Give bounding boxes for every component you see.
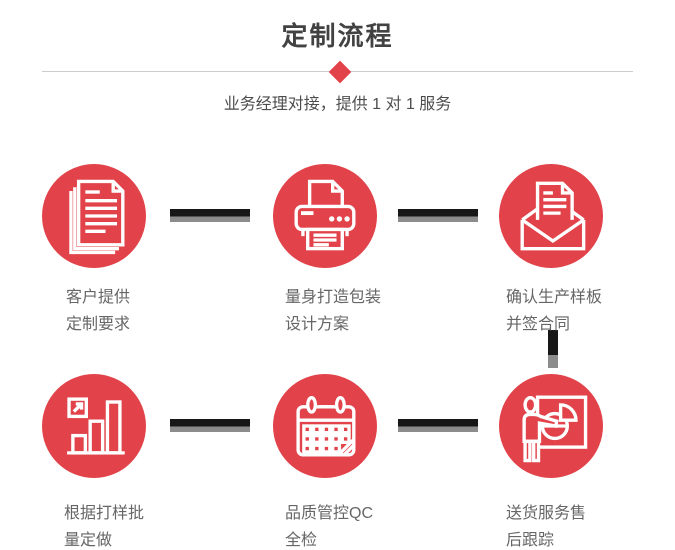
step-label-line2: 全检 (285, 532, 318, 549)
step-label-line1: 确认生产样板 (506, 289, 603, 306)
step-label-line1: 品质管控QC (285, 505, 374, 522)
step-circle-batch-production (42, 374, 146, 478)
step-label: 品质管控QC 全检 (285, 500, 373, 550)
step-label-line2: 设计方案 (285, 316, 350, 333)
step-label: 客户提供 定制要求 (66, 284, 130, 338)
calendar-icon (296, 396, 356, 457)
connector-bar (170, 419, 250, 432)
step-label-line1: 客户提供 (66, 289, 131, 306)
step-label-line1: 送货服务售 (506, 505, 587, 522)
step-label: 确认生产样板 并签合同 (506, 284, 602, 338)
step-circle-customer-requirements (42, 164, 146, 268)
connector-bar (170, 209, 250, 222)
step-label: 量身打造包装 设计方案 (285, 284, 381, 338)
page-subtitle: 业务经理对接，提供 1 对 1 服务 (223, 96, 452, 113)
connector-bar-vertical (548, 330, 558, 368)
page-title: 定制流程 (281, 21, 394, 51)
step-label: 送货服务售 后跟踪 (506, 500, 586, 550)
step-label-line2: 量定做 (64, 532, 113, 549)
step-circle-quality-control (273, 374, 377, 478)
connector-bar (398, 209, 478, 222)
step-label: 根据打样批 量定做 (64, 500, 144, 550)
step-label-line2: 后跟踪 (506, 532, 555, 549)
connector-bar (398, 419, 478, 432)
presentation-icon (522, 395, 588, 463)
diamond-icon (328, 60, 352, 84)
step-label-line2: 并签合同 (506, 316, 571, 333)
bar-chart-icon (67, 397, 125, 455)
step-label-line1: 根据打样批 (64, 505, 145, 522)
envelope-icon (520, 181, 586, 251)
step-circle-packaging-design (273, 164, 377, 268)
step-label-line2: 定制要求 (66, 316, 131, 333)
printer-icon (294, 179, 356, 251)
documents-icon (69, 179, 125, 255)
step-circle-sample-contract (499, 164, 603, 268)
step-label-line1: 量身打造包装 (285, 289, 382, 306)
step-circle-delivery-aftersale (499, 374, 603, 478)
